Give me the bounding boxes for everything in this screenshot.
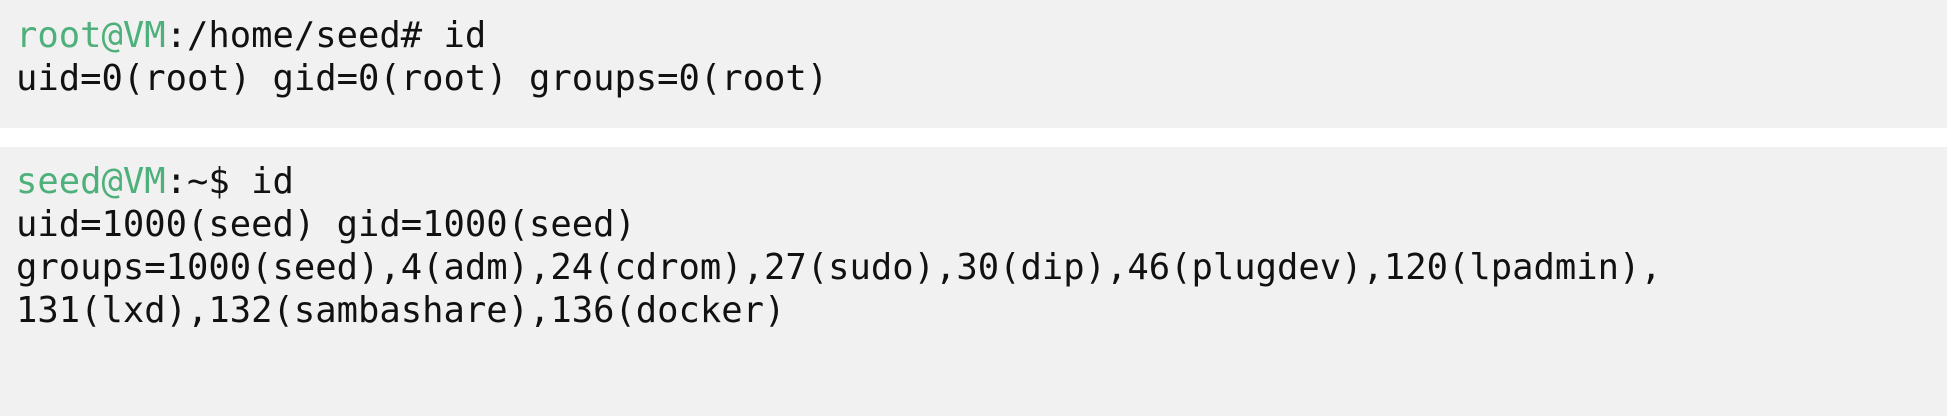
command-seed: id — [229, 161, 294, 202]
prompt-line-seed: seed@VM:~$ id — [0, 160, 1947, 203]
prompt-host-root: root@VM — [16, 15, 166, 56]
code-block-seed-session: seed@VM:~$ id uid=1000(seed) gid=1000(se… — [0, 147, 1947, 416]
code-block-root-session: root@VM:/home/seed# id uid=0(root) gid=0… — [0, 0, 1947, 128]
command-root: id — [422, 15, 487, 56]
prompt-path-root: :/home/seed# — [165, 15, 423, 56]
output-line-seed-0: uid=1000(seed) gid=1000(seed) — [16, 204, 636, 245]
block-separator — [0, 128, 1956, 147]
prompt-line-root: root@VM:/home/seed# id — [0, 14, 1947, 57]
output-line-root-0: uid=0(root) gid=0(root) groups=0(root) — [16, 58, 829, 99]
output-line-seed-2: 131(lxd),132(sambashare),136(docker) — [16, 290, 786, 331]
output-line-seed-1: groups=1000(seed),4(adm),24(cdrom),27(su… — [16, 247, 1662, 288]
prompt-host-seed: seed@VM — [16, 161, 166, 202]
prompt-path-seed: :~$ — [165, 161, 230, 202]
